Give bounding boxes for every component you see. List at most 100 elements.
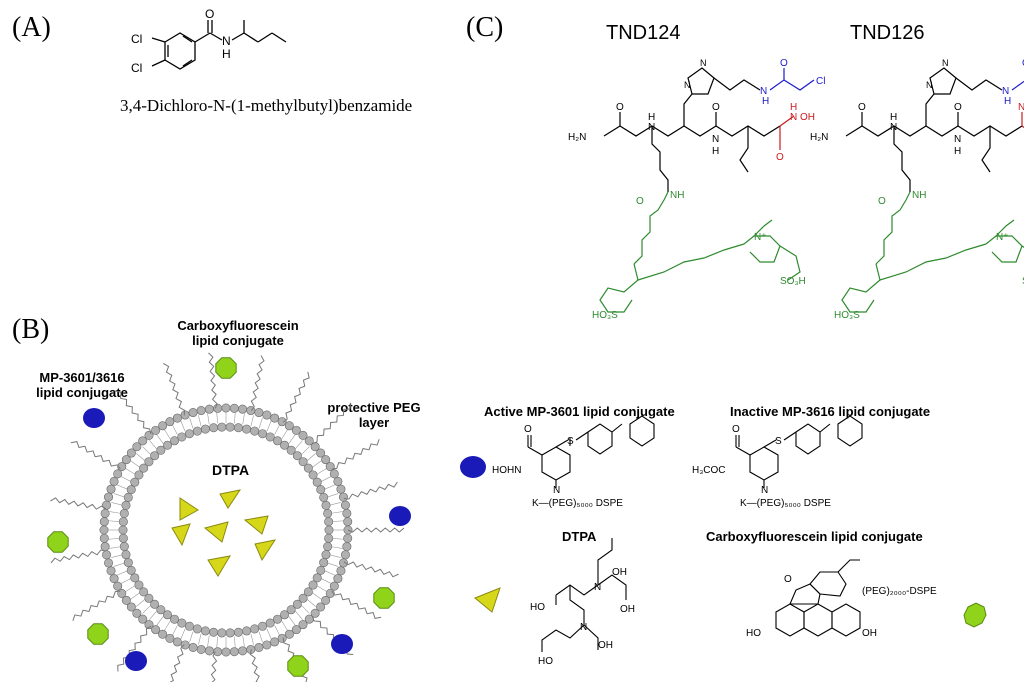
- h3coc-label: H₃COC: [692, 465, 726, 476]
- lipid-head: [177, 432, 187, 442]
- lipid-head: [192, 426, 202, 436]
- lipid-head: [123, 558, 133, 568]
- lipid-tail: [164, 621, 171, 631]
- lipid-head: [126, 485, 136, 495]
- lipid-tail: [281, 621, 288, 631]
- bond: [769, 68, 785, 91]
- lipid-tail: [307, 599, 316, 607]
- lipid-tail: [156, 616, 164, 626]
- lipid-head: [258, 429, 268, 439]
- lipid-head: [272, 436, 282, 446]
- lipid-head: [238, 646, 248, 656]
- cf-legend-title: Carboxyfluorescein lipid conjugate: [706, 529, 923, 544]
- lipid-head: [262, 640, 272, 650]
- bond: [955, 77, 1003, 91]
- panel-b-letter: (B): [12, 314, 50, 345]
- lipid-head: [217, 422, 227, 432]
- peg-chain: [343, 481, 398, 500]
- bond: [875, 191, 911, 265]
- dtpa-text: OH HO OH N N HO OH: [530, 567, 635, 667]
- bond: [841, 263, 881, 313]
- lipid-head: [99, 517, 109, 527]
- atom-label: N⁺: [754, 232, 767, 243]
- lipid-head: [188, 642, 198, 652]
- lipid-bilayer: [99, 403, 353, 657]
- oh-label: OH: [598, 640, 613, 651]
- atom-label: O: [878, 196, 886, 207]
- lipid-head: [262, 410, 272, 420]
- hoohn-label: HOHN: [492, 465, 521, 476]
- lipid-head: [162, 610, 172, 620]
- atom-label: N: [954, 134, 961, 145]
- lipid-head: [265, 432, 275, 442]
- lipid-tail: [332, 538, 344, 540]
- inactive-mp3616-structure: [735, 415, 863, 488]
- lipid-tail: [180, 420, 186, 432]
- lipid-head: [342, 508, 352, 518]
- lipid-tail: [301, 605, 310, 614]
- lipid-head: [156, 605, 166, 615]
- lipid-head: [229, 647, 239, 657]
- lipid-tail: [288, 434, 296, 444]
- bond: [981, 126, 991, 173]
- lipid-head: [104, 558, 114, 568]
- lipid-head: [265, 618, 275, 628]
- lipid-head: [250, 426, 260, 436]
- atom-label: H: [712, 146, 719, 157]
- panel-a-letter: (A): [12, 12, 51, 43]
- mp-conjugate-dot: [83, 408, 105, 428]
- bond: [637, 243, 745, 281]
- lipid-head: [109, 476, 119, 486]
- lipid-head: [123, 492, 133, 502]
- atom-label: NH: [912, 190, 926, 201]
- peg-chain: [70, 441, 121, 470]
- peg-chain: [210, 651, 218, 682]
- lipid-tail: [250, 415, 254, 427]
- o-atom: O: [524, 424, 532, 435]
- lipid-tail: [301, 446, 310, 455]
- lipid-head: [118, 525, 128, 535]
- cf-conjugate-label: Carboxyfluorescein lipid conjugate: [177, 318, 299, 348]
- lipid-head: [132, 442, 142, 452]
- o-atom: O: [205, 7, 214, 21]
- inactive-mp3616-title: Inactive MP-3616 lipid conjugate: [730, 404, 931, 419]
- lipid-head: [308, 470, 318, 480]
- compound-name: 3,4-Dichloro-N-(1-methylbutyl)benzamide: [120, 96, 413, 115]
- atom-label: O: [636, 196, 644, 207]
- lipid-head: [126, 448, 136, 458]
- lipid-head: [200, 626, 210, 636]
- bond: [893, 126, 911, 192]
- triangle: [203, 521, 229, 543]
- lipid-head: [284, 421, 294, 431]
- bond: [845, 125, 1023, 137]
- lipid-tail: [331, 511, 343, 514]
- lipid-head: [277, 417, 287, 427]
- atom-label: O: [954, 102, 962, 113]
- atom-label: N: [684, 80, 691, 90]
- lipid-tail: [266, 628, 272, 640]
- lipid-tail: [331, 546, 343, 549]
- lipid-head: [242, 424, 252, 434]
- lipid-tail: [327, 493, 339, 498]
- lipid-tail: [142, 605, 151, 614]
- lipid-tail: [113, 562, 125, 567]
- atom-label: O: [776, 152, 784, 163]
- lipid-tail: [324, 484, 336, 490]
- lipid-tail: [180, 628, 186, 640]
- bond: [651, 126, 669, 192]
- lipid-tail: [216, 412, 218, 424]
- lipid-tail: [198, 633, 202, 645]
- atom-label: H₂N: [810, 132, 828, 143]
- lipid-tail: [111, 502, 123, 506]
- atom-label: N: [790, 112, 797, 123]
- lipid-head: [150, 599, 160, 609]
- lipid-head: [170, 614, 180, 624]
- lipid-tail: [198, 415, 202, 427]
- bond: [599, 263, 639, 313]
- lipid-tail: [113, 493, 125, 498]
- green-octagon-legend: [963, 602, 987, 628]
- lipid-tail: [312, 592, 322, 600]
- bond: [633, 191, 669, 265]
- lipid-tail: [164, 429, 171, 439]
- oh-label: OH: [612, 567, 627, 578]
